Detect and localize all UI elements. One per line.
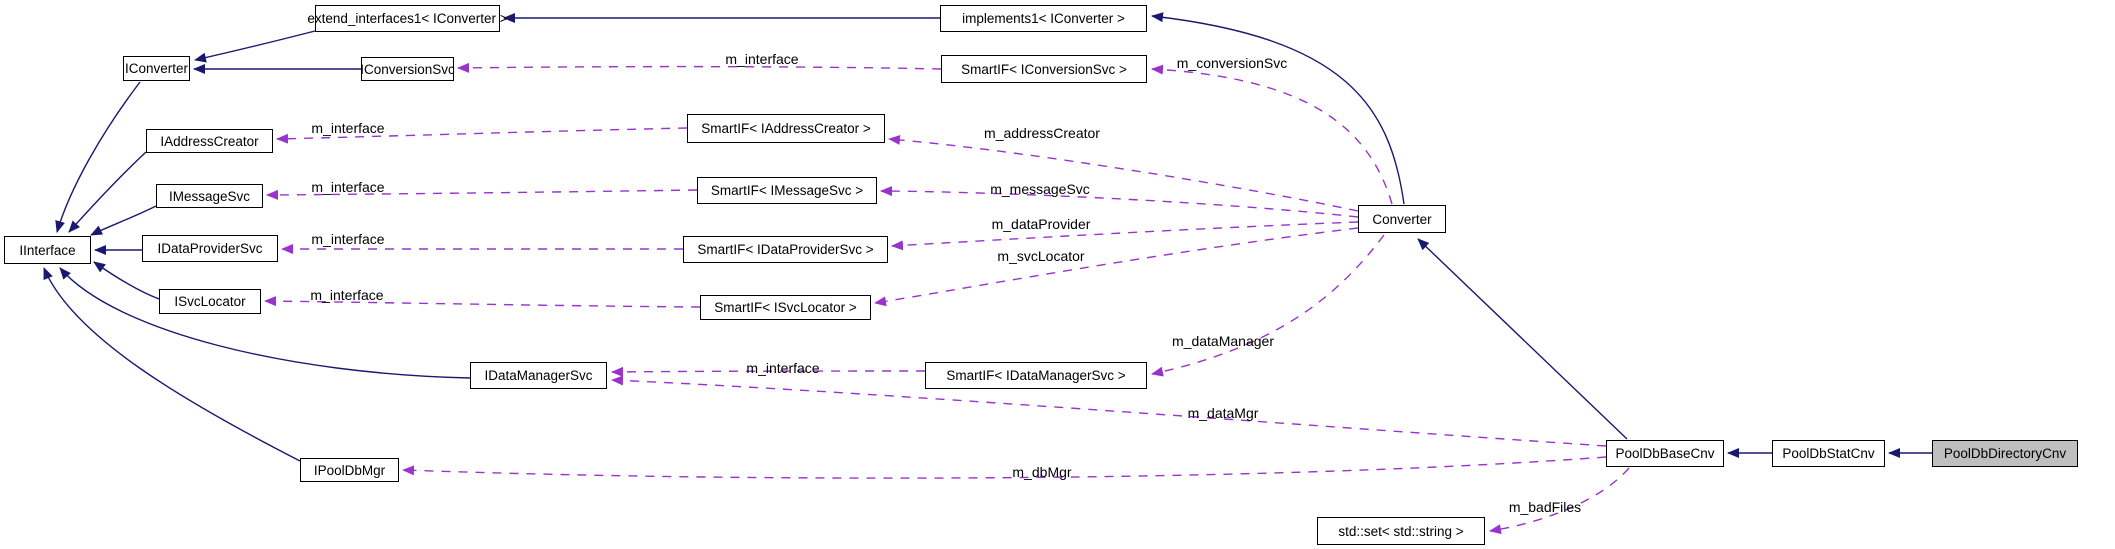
edge-label-m-interface-svclocator: m_interface (310, 287, 384, 303)
edge-label-m-addresscreator: m_addressCreator (984, 125, 1100, 141)
edge-label-m-interface-dataprovidersvc: m_interface (311, 231, 385, 247)
node-idatamanagersvc[interactable]: IDataManagerSvc (470, 362, 607, 389)
edge-label-m-interface-conversionsvc: m_interface (725, 51, 799, 67)
edge-label-m-dbmgr: m_dbMgr (1012, 464, 1072, 480)
node-std-set-string[interactable]: std::set< std::string > (1317, 517, 1485, 545)
edge-imessagesvc-to-iinterface (90, 205, 157, 236)
edge-converter-to-smartif-iaddresscreator (888, 134, 1359, 212)
edge-pooldbbasecnv-to-idatamanagersvc (611, 375, 1607, 447)
node-idataprovidersvc[interactable]: IDataProviderSvc (142, 235, 278, 262)
edge-label-m-interface-messagesvc: m_interface (311, 179, 385, 195)
edge-converter-to-smartif-idatamanagersvc (1151, 234, 1385, 377)
edge-iaddresscreator-to-iinterface (68, 151, 147, 233)
node-pooldbdirectorycnv-selected: PoolDbDirectoryCnv (1932, 440, 2078, 467)
edge-converter-to-smartif-iconversionsvc (1151, 64, 1393, 205)
edge-label-m-conversionsvc: m_conversionSvc (1176, 55, 1288, 71)
node-iinterface[interactable]: IInterface (4, 236, 91, 264)
node-smartif-imessagesvc[interactable]: SmartIF< IMessageSvc > (697, 177, 877, 204)
edge-pooldbbasecnv-to-ipooldbmgr (402, 456, 1607, 479)
edge-smartif-imessagesvc-to-imessagesvc (266, 189, 698, 200)
node-iaddresscreator[interactable]: IAddressCreator (146, 129, 273, 153)
node-ipooldbmgr[interactable]: IPoolDbMgr (300, 458, 399, 482)
edge-label-m-badfiles: m_badFiles (1508, 499, 1582, 515)
edge-label-m-interface-addresscreator: m_interface (311, 120, 385, 136)
edge-converter-to-smartif-isvclocator (874, 227, 1359, 307)
edge-label-m-datamanager: m_dataManager (1172, 333, 1274, 349)
node-pooldbbasecnv[interactable]: PoolDbBaseCnv (1606, 440, 1724, 467)
edge-pooldbbasecnv-to-converter (1417, 238, 1628, 440)
edge-label-m-interface-datamanagersvc: m_interface (746, 360, 820, 376)
edge-label-m-dataprovider: m_dataProvider (991, 216, 1091, 232)
edge-label-m-svclocator: m_svcLocator (997, 248, 1085, 264)
edge-smartif-isvclocator-to-isvclocator (264, 296, 701, 308)
node-imessagesvc[interactable]: IMessageSvc (156, 184, 263, 208)
node-smartif-idataprovidersvc[interactable]: SmartIF< IDataProviderSvc > (683, 236, 888, 263)
edge-label-m-datamgr: m_dataMgr (1187, 405, 1259, 421)
node-pooldbstatcnv[interactable]: PoolDbStatCnv (1772, 440, 1885, 467)
node-converter[interactable]: Converter (1358, 205, 1446, 233)
edge-ipooldbmgr-to-iinterface (43, 267, 301, 462)
node-smartif-iconversionsvc[interactable]: SmartIF< IConversionSvc > (941, 55, 1147, 83)
node-smartif-iaddresscreator[interactable]: SmartIF< IAddressCreator > (687, 114, 885, 143)
edge-idatamanagersvc-to-iinterface (59, 267, 471, 379)
edge-smartif-iconversionsvc-to-iconversionsvc (457, 62, 942, 73)
edge-label-m-messagesvc: m_messageSvc (990, 181, 1090, 197)
edge-smartif-idatamanagersvc-to-idatamanagersvc (611, 366, 926, 377)
node-extend-interfaces1[interactable]: extend_interfaces1< IConverter > (307, 5, 508, 32)
node-smartif-idatamanagersvc[interactable]: SmartIF< IDataManagerSvc > (925, 362, 1147, 389)
edge-extend-to-iconverter (194, 30, 316, 63)
node-isvclocator[interactable]: ISvcLocator (159, 289, 261, 314)
node-iconversionsvc[interactable]: IConversionSvc (360, 57, 455, 81)
edge-isvclocator-to-iinterface (93, 261, 160, 300)
edge-smartif-iaddresscreator-to-iaddresscreator (276, 127, 688, 144)
edge-converter-to-smartif-imessagesvc (880, 186, 1359, 218)
node-iconverter[interactable]: IConverter (123, 56, 190, 81)
edge-pooldbbasecnv-to-stdset (1489, 467, 1630, 535)
edge-iconverter-to-iinterface (55, 81, 141, 233)
edge-converter-to-smartif-idataprovidersvc (891, 221, 1359, 251)
node-implements1[interactable]: implements1< IConverter > (940, 5, 1147, 32)
edge-converter-to-implements1 (1151, 12, 1405, 205)
node-smartif-isvclocator[interactable]: SmartIF< ISvcLocator > (700, 295, 871, 320)
